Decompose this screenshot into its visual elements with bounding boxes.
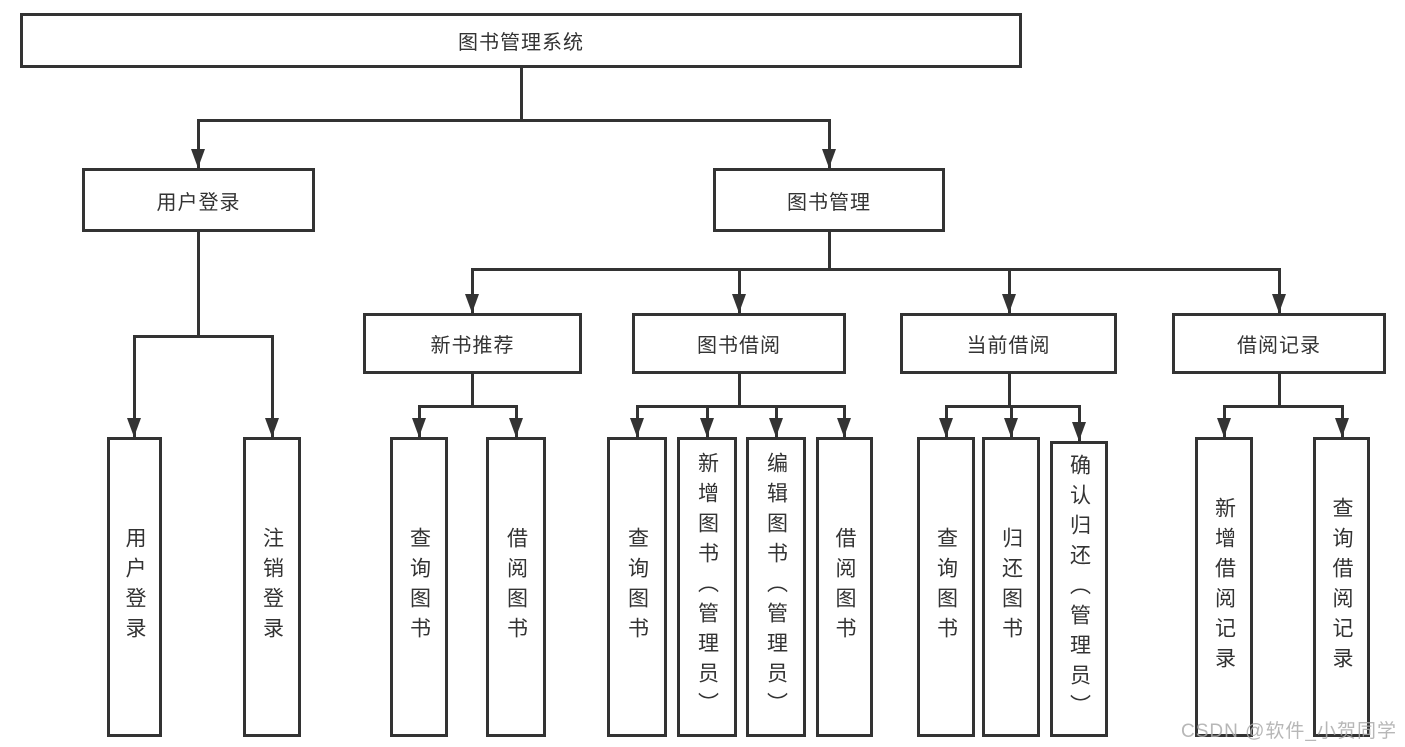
node-book-borrow-label: 图书借阅 <box>697 335 781 357</box>
leaf-confirm-return-admin-label: 确认归还（管理员） <box>1067 454 1091 724</box>
arrow-down-icon <box>1004 418 1018 437</box>
connector-drop-edit-book <box>769 405 783 437</box>
leaf-add-book-admin: 新增图书（管理员） <box>677 437 737 737</box>
connector-user-login-bus <box>133 335 274 338</box>
node-book-borrow: 图书借阅 <box>632 313 846 374</box>
connector-drop-query-books-2 <box>630 405 644 437</box>
connector-drop-return-book <box>1004 405 1018 437</box>
connector-drop-book-management <box>822 119 836 168</box>
connector-drop-borrow-books-2 <box>837 405 851 437</box>
leaf-query-books-1: 查询图书 <box>390 437 448 737</box>
leaf-edit-book-admin-label: 编辑图书（管理员） <box>764 452 788 722</box>
arrow-down-icon <box>700 418 714 437</box>
leaf-add-book-admin-label: 新增图书（管理员） <box>695 452 719 722</box>
connector-new-book-stub <box>471 374 474 407</box>
node-borrow-records: 借阅记录 <box>1172 313 1386 374</box>
connector-book-management-stub <box>828 232 831 268</box>
connector-root-bus <box>197 119 830 122</box>
connector-user-login-stub <box>197 232 200 335</box>
leaf-confirm-return-admin: 确认归还（管理员） <box>1050 441 1108 737</box>
arrow-down-icon <box>630 418 644 437</box>
node-root-label: 图书管理系统 <box>458 32 584 54</box>
leaf-user-login: 用户登录 <box>107 437 162 737</box>
arrow-down-icon <box>1002 294 1016 313</box>
connector-book-borrow-stub <box>738 374 741 407</box>
leaf-query-books-3: 查询图书 <box>917 437 975 737</box>
leaf-edit-book-admin: 编辑图书（管理员） <box>746 437 806 737</box>
connector-drop-leaf-user-login <box>127 335 141 437</box>
node-current-borrow-label: 当前借阅 <box>966 335 1051 357</box>
connector-current-borrow-bus <box>945 405 1081 408</box>
connector-drop-query-borrow-record <box>1335 405 1349 437</box>
arrow-down-icon <box>939 418 953 437</box>
node-root: 图书管理系统 <box>20 13 1022 68</box>
connector-drop-add-book <box>700 405 714 437</box>
connector-drop-borrow-books-1 <box>509 405 523 437</box>
connector-drop-book-borrow <box>732 268 746 313</box>
arrow-down-icon <box>412 418 426 437</box>
connector-drop-user-login <box>191 119 205 168</box>
node-borrow-records-label: 借阅记录 <box>1237 335 1321 357</box>
leaf-return-book-label: 归还图书 <box>999 527 1023 647</box>
leaf-query-borrow-record: 查询借阅记录 <box>1313 437 1370 737</box>
node-user-login: 用户登录 <box>82 168 315 232</box>
leaf-query-books-2: 查询图书 <box>607 437 667 737</box>
node-new-book-recommend-label: 新书推荐 <box>430 335 515 357</box>
arrow-down-icon <box>1335 418 1349 437</box>
leaf-add-borrow-record-label: 新增借阅记录 <box>1212 497 1236 677</box>
node-new-book-recommend: 新书推荐 <box>363 313 582 374</box>
arrow-down-icon <box>1217 418 1231 437</box>
arrow-down-icon <box>465 294 479 313</box>
leaf-borrow-books-1: 借阅图书 <box>486 437 546 737</box>
arrow-down-icon <box>837 418 851 437</box>
node-book-management: 图书管理 <box>713 168 945 232</box>
node-user-login-label: 用户登录 <box>156 191 241 214</box>
node-book-management-label: 图书管理 <box>787 191 871 214</box>
connector-new-book-bus <box>418 405 518 408</box>
connector-drop-add-borrow-record <box>1217 405 1231 437</box>
leaf-borrow-books-1-label: 借阅图书 <box>504 527 528 647</box>
leaf-query-books-2-label: 查询图书 <box>625 527 649 647</box>
connector-drop-leaf-logout <box>265 335 279 437</box>
leaf-logout: 注销登录 <box>243 437 301 737</box>
arrow-down-icon <box>191 149 205 168</box>
leaf-return-book: 归还图书 <box>982 437 1040 737</box>
connector-borrow-records-bus <box>1223 405 1344 408</box>
arrow-down-icon <box>509 418 523 437</box>
leaf-borrow-books-2-label: 借阅图书 <box>833 527 856 647</box>
connector-borrow-records-stub <box>1278 374 1281 407</box>
connector-drop-borrow-records <box>1272 268 1286 313</box>
leaf-add-borrow-record: 新增借阅记录 <box>1195 437 1253 737</box>
connector-drop-new-book-recommend <box>465 268 479 313</box>
arrow-down-icon <box>769 418 783 437</box>
connector-drop-query-books-1 <box>412 405 426 437</box>
leaf-logout-label: 注销登录 <box>260 527 284 647</box>
connector-current-borrow-stub <box>1008 374 1011 407</box>
connector-book-borrow-bus <box>636 405 846 408</box>
leaf-query-borrow-record-label: 查询借阅记录 <box>1330 497 1353 677</box>
connector-book-management-bus <box>471 268 1281 271</box>
arrow-down-icon <box>127 418 141 437</box>
leaf-query-books-1-label: 查询图书 <box>407 527 431 647</box>
connector-drop-query-books-3 <box>939 405 953 437</box>
arrow-down-icon <box>732 294 746 313</box>
node-current-borrow: 当前借阅 <box>900 313 1117 374</box>
arrow-down-icon <box>265 418 279 437</box>
connector-drop-current-borrow <box>1002 268 1016 313</box>
leaf-borrow-books-2: 借阅图书 <box>816 437 873 737</box>
arrow-down-icon <box>822 149 836 168</box>
arrow-down-icon <box>1072 422 1086 441</box>
connector-root-stub <box>520 68 523 119</box>
arrow-down-icon <box>1272 294 1286 313</box>
connector-drop-confirm-return <box>1072 405 1086 441</box>
leaf-query-books-3-label: 查询图书 <box>934 527 958 647</box>
leaf-user-login-label: 用户登录 <box>123 527 146 647</box>
